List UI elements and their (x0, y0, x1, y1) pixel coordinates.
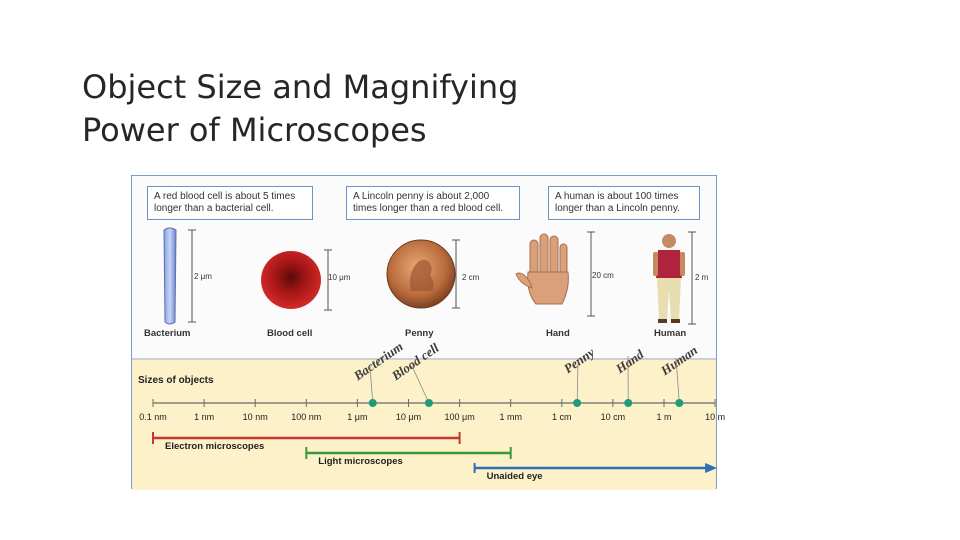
scale-tick-label: 10 cm (600, 412, 626, 422)
scale-band-border (132, 358, 716, 360)
blood-cell-label: Blood cell (267, 328, 313, 339)
scale-tick-label: 0.1 nm (139, 412, 167, 422)
marker-leader-line (411, 365, 430, 404)
scale-tick-label: 1 mm (499, 412, 522, 422)
object-size-marker (624, 399, 633, 407)
human-illustration (653, 234, 685, 323)
size-scale (152, 355, 718, 473)
penny-size: 2 cm (462, 273, 480, 282)
light-microscopes-label: Light microscopes (318, 456, 403, 467)
object-size-marker (573, 399, 582, 407)
penny-label: Penny (405, 328, 434, 339)
object-size-figure: A red blood cell is about 5 times longer… (131, 175, 725, 490)
object-size-marker (368, 399, 377, 407)
bacterium-size-bracket (188, 229, 196, 323)
slide-title: Object Size and Magnifying Power of Micr… (82, 66, 518, 152)
hand-label: Hand (546, 328, 570, 339)
penny-size-bracket (452, 239, 460, 309)
bacterium-illustration (163, 227, 177, 325)
scale-tick-label: 1 μm (347, 412, 368, 422)
marker-leader-line (369, 365, 374, 404)
unaided-eye-range-arrow (705, 463, 718, 473)
marker-leader-line (576, 360, 579, 404)
info-box-blood-cell: A Lincoln penny is about 2,000 times lon… (346, 186, 520, 220)
scale-tick-label: 1 cm (552, 412, 572, 422)
human-size-bracket (688, 231, 696, 325)
human-size: 2 m (695, 273, 709, 282)
object-size-marker (675, 399, 684, 407)
title-line-1: Object Size and Magnifying (82, 68, 519, 106)
human-label: Human (654, 328, 687, 339)
scale-tick-label: 1 m (656, 412, 672, 422)
blood-cell-illustration (261, 251, 321, 309)
info-box-bacterium: A red blood cell is about 5 times longer… (147, 186, 313, 220)
bacterium-size: 2 μm (194, 272, 212, 281)
info-box-penny: A human is about 100 times longer than a… (548, 186, 700, 220)
marker-leader-line (675, 357, 680, 404)
unaided-eye-label: Unaided eye (486, 471, 543, 482)
scale-tick-label: 10 μm (395, 412, 422, 422)
title-line-2: Power of Microscopes (82, 111, 427, 149)
scale-title: Sizes of objects (138, 375, 214, 386)
scale-tick-label: 100 μm (444, 412, 475, 422)
hand-size-bracket (587, 231, 595, 317)
bacterium-label: Bacterium (144, 328, 191, 339)
blood-cell-size: 10 μm (328, 273, 351, 282)
hand-size: 20 cm (592, 271, 614, 280)
scale-tick-label: 10 m (705, 412, 726, 422)
blood-cell-size-bracket (324, 249, 332, 311)
scale-tick-label: 100 nm (291, 412, 322, 422)
object-size-marker (424, 399, 433, 407)
scale-tick-label: 10 nm (242, 412, 268, 422)
scale-tick-label: 1 nm (194, 412, 215, 422)
electron-microscopes-label: Electron microscopes (165, 441, 265, 452)
hand-illustration (515, 233, 569, 305)
penny-illustration (386, 239, 456, 309)
